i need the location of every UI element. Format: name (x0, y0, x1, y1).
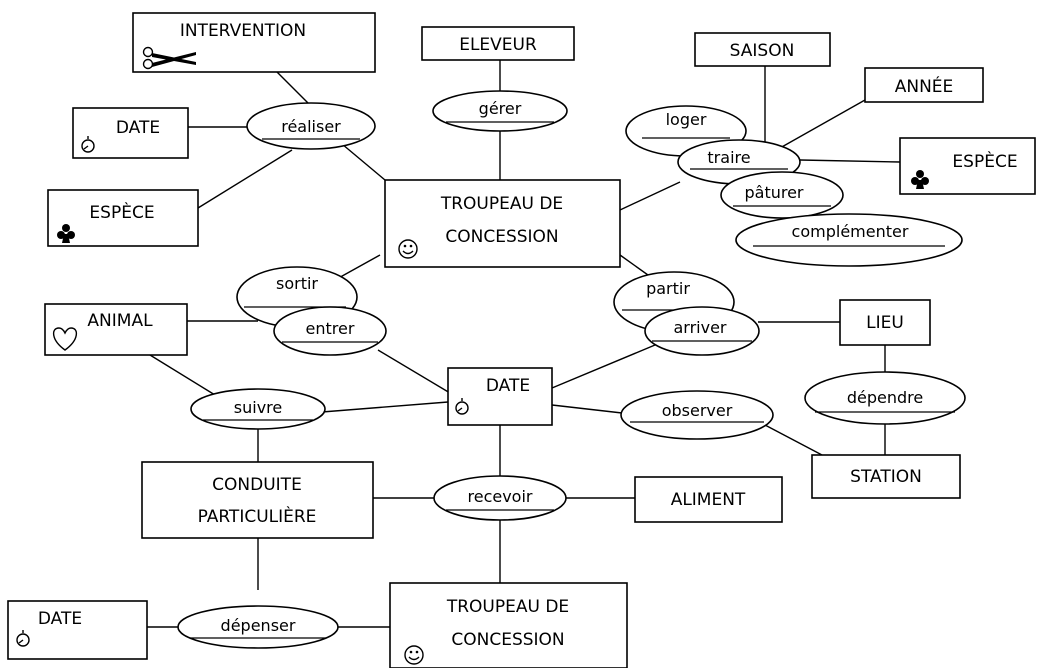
relation-label: arriver (673, 318, 726, 337)
relation-label: traire (707, 148, 750, 167)
relation-recevoir: recevoir (433, 475, 567, 521)
entity-conduite: CONDUITE PARTICULIÈRE (141, 461, 374, 539)
entity-label-line2: PARTICULIÈRE (198, 505, 317, 527)
entity-label: ALIMENT (671, 490, 746, 510)
entity-label: ESPÈCE (952, 150, 1017, 172)
entity-label-line1: TROUPEAU DE (446, 597, 569, 617)
entity-date-bottom: DATE (7, 600, 148, 660)
smiley-icon (404, 645, 424, 665)
entity-intervention: INTERVENTION (132, 12, 376, 73)
entity-label: ANIMAL (87, 311, 153, 331)
entity-troupeau-bottom: TROUPEAU DE CONCESSION (389, 582, 628, 668)
entity-espece-right: ESPÈCE (899, 137, 1036, 195)
entity-label: DATE (116, 118, 160, 138)
relation-dependre: dépendre (804, 371, 966, 425)
entity-label: ESPÈCE (89, 201, 154, 223)
relation-realiser: réaliser (246, 102, 376, 150)
entity-label: INTERVENTION (180, 21, 306, 41)
entity-espece-left: ESPÈCE (47, 189, 199, 247)
entity-label: DATE (38, 609, 82, 629)
entity-date-center: DATE (447, 367, 553, 426)
scissors-icon (142, 46, 196, 70)
entity-label: DATE (486, 376, 530, 396)
entity-label-line2: CONCESSION (445, 227, 558, 247)
smiley-icon (398, 239, 418, 259)
stopwatch-icon (81, 136, 95, 153)
relation-label: pâturer (744, 183, 803, 202)
stopwatch-icon (455, 398, 469, 415)
entity-troupeau-top: TROUPEAU DE CONCESSION (384, 179, 621, 268)
relation-complementer: complémenter (735, 213, 963, 267)
entity-annee: ANNÉE (864, 67, 984, 103)
relation-label: entrer (306, 319, 355, 338)
entity-aliment: ALIMENT (634, 476, 783, 523)
relation-label: sortir (276, 274, 318, 293)
entity-label: SAISON (730, 41, 795, 61)
heart-outline-icon (52, 327, 78, 351)
entity-label-line1: CONDUITE (212, 475, 302, 495)
relation-label: suivre (234, 398, 282, 417)
relation-gerer: gérer (432, 90, 568, 132)
relation-entrer: entrer (273, 306, 387, 356)
entity-label: LIEU (866, 313, 904, 333)
entity-eleveur: ELEVEUR (421, 26, 575, 61)
relation-label: partir (646, 279, 690, 298)
relation-label: observer (662, 401, 733, 420)
relation-label: réaliser (281, 117, 341, 136)
relation-depenser: dépenser (177, 605, 339, 649)
relation-arriver: arriver (644, 306, 760, 356)
entity-station: STATION (811, 454, 961, 499)
stopwatch-icon (16, 630, 30, 647)
relation-observer: observer (620, 390, 774, 440)
entity-label: ELEVEUR (459, 35, 537, 55)
entity-label: STATION (850, 467, 922, 487)
entity-label: ANNÉE (895, 75, 954, 97)
relation-paturer: pâturer (720, 171, 844, 219)
relation-label: loger (666, 110, 707, 129)
entity-date-top: DATE (72, 107, 189, 159)
relation-label: dépenser (221, 616, 296, 635)
entity-animal: ANIMAL (44, 303, 188, 356)
relation-label: complémenter (792, 222, 909, 241)
relation-suivre: suivre (190, 388, 326, 430)
club-icon (57, 224, 75, 243)
entity-label-line1: TROUPEAU DE (440, 194, 563, 214)
relation-label: gérer (479, 99, 522, 118)
relation-label: dépendre (847, 388, 923, 407)
entity-label-line2: CONCESSION (451, 630, 564, 650)
connector-lines (147, 60, 901, 628)
club-icon (911, 170, 929, 189)
entity-saison: SAISON (694, 32, 831, 67)
relation-label: recevoir (468, 487, 533, 506)
entity-lieu: LIEU (839, 299, 931, 346)
